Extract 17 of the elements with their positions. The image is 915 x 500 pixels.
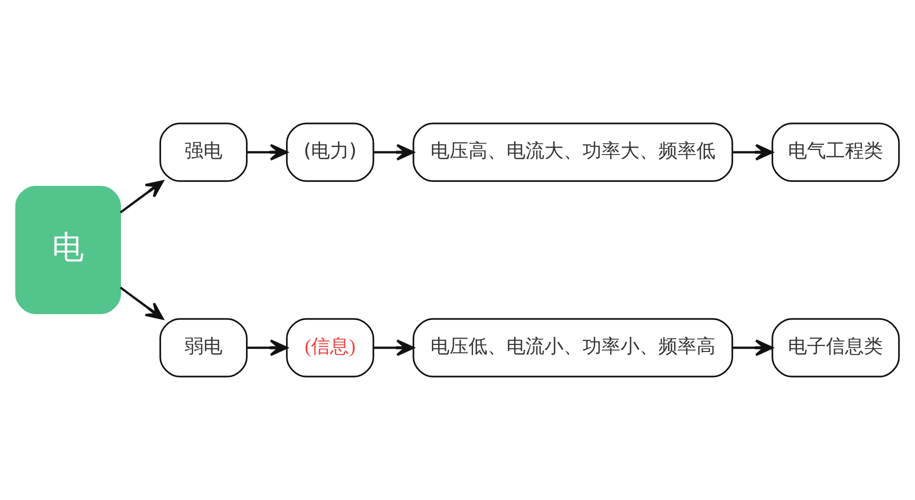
- arrow: [373, 339, 414, 356]
- arrow: [732, 144, 774, 161]
- arrow: [246, 339, 288, 356]
- arrow: [246, 144, 288, 161]
- node-box: 电压低、电流小、功率小、频率高: [412, 318, 734, 378]
- node-box: 电: [15, 186, 121, 314]
- arrow: [373, 144, 414, 161]
- node-box: 强电: [159, 122, 248, 182]
- node-box: 弱电: [159, 318, 248, 378]
- node-box: (电力): [286, 122, 374, 182]
- node-box: (信息): [286, 318, 374, 378]
- arrow: [120, 180, 164, 214]
- node-box: 电子信息类: [772, 318, 900, 378]
- node-box: 电压高、电流大、功率大、频率低: [412, 122, 734, 182]
- node-box: 电气工程类: [772, 122, 900, 182]
- arrow: [732, 339, 774, 356]
- arrow: [120, 286, 164, 320]
